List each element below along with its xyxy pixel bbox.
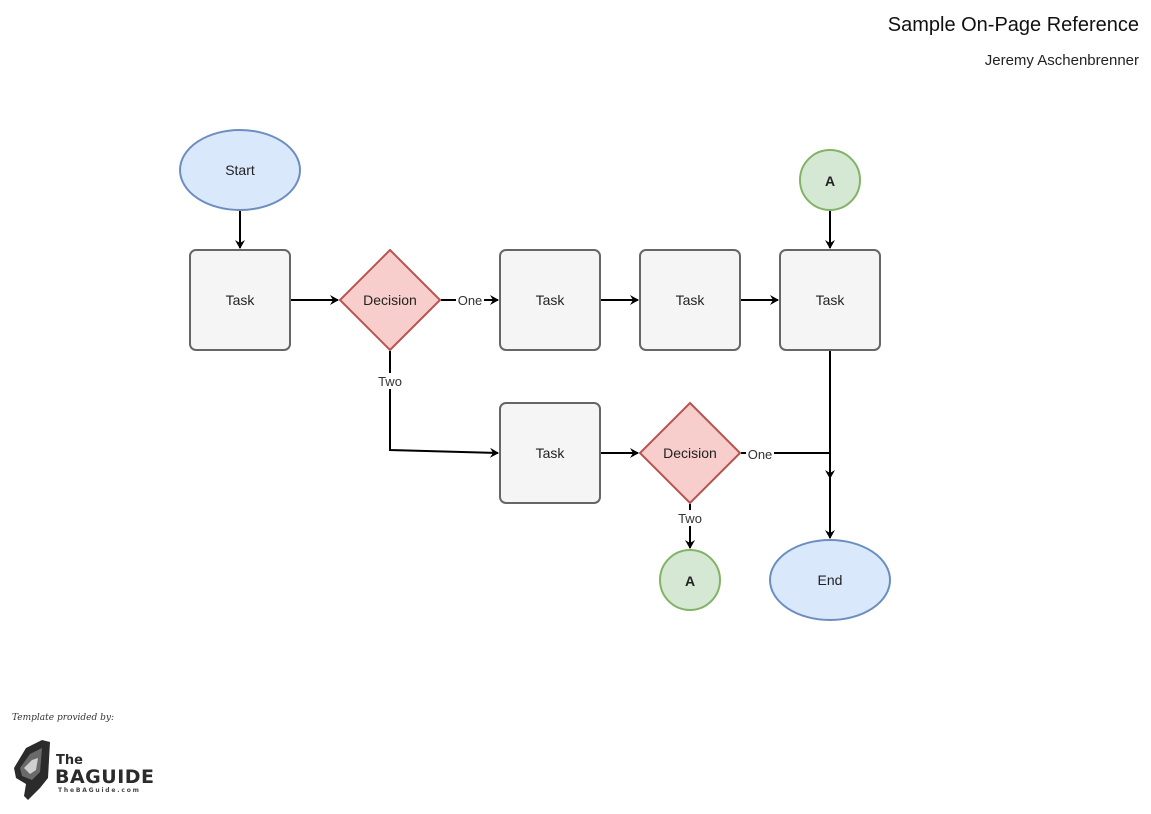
task-node-5-label: Task xyxy=(536,445,566,461)
reference-node-top-label: A xyxy=(825,173,835,189)
task-node-2[interactable]: Task xyxy=(499,249,601,351)
reference-node-bottom[interactable]: A xyxy=(659,549,721,611)
label-decision1-one: One xyxy=(458,293,483,308)
start-label: Start xyxy=(225,162,255,178)
logo-the: The xyxy=(56,753,83,768)
start-terminator[interactable]: Start xyxy=(179,129,301,211)
label-decision2-two: Two xyxy=(678,511,702,526)
task-node-4-label: Task xyxy=(816,292,846,308)
end-terminator[interactable]: End xyxy=(769,539,891,621)
diagram-author: Jeremy Aschenbrenner xyxy=(984,52,1139,69)
reference-node-top[interactable]: A xyxy=(799,149,861,211)
decision-node-2-label: Decision xyxy=(663,445,717,461)
end-label: End xyxy=(818,572,843,588)
task-node-4[interactable]: Task xyxy=(779,249,881,351)
connector-labels: One Two One Two xyxy=(375,292,774,526)
template-credit: Template provided by: xyxy=(12,713,115,723)
task-node-2-label: Task xyxy=(536,292,566,308)
task-node-3-label: Task xyxy=(676,292,706,308)
task-node-5[interactable]: Task xyxy=(499,402,601,504)
baguide-logo[interactable]: The BAGUIDE TheBAGuide.com xyxy=(12,738,162,804)
task-node-1[interactable]: Task xyxy=(189,249,291,351)
task-node-1-label: Task xyxy=(226,292,256,308)
logo-name: BAGUIDE xyxy=(55,766,155,788)
label-decision1-two: Two xyxy=(378,374,402,389)
logo-url: TheBAGuide.com xyxy=(58,787,141,794)
edge-decision1-two-to-task5 xyxy=(389,351,499,458)
decision-node-1-label: Decision xyxy=(363,292,417,308)
shield-logo-icon xyxy=(14,740,50,800)
diagram-title: Sample On-Page Reference xyxy=(887,14,1139,36)
reference-node-bottom-label: A xyxy=(685,573,695,589)
task-node-3[interactable]: Task xyxy=(639,249,741,351)
decision-node-2[interactable]: Decision xyxy=(638,401,742,505)
label-decision2-one: One xyxy=(748,447,773,462)
decision-node-1[interactable]: Decision xyxy=(338,248,442,352)
